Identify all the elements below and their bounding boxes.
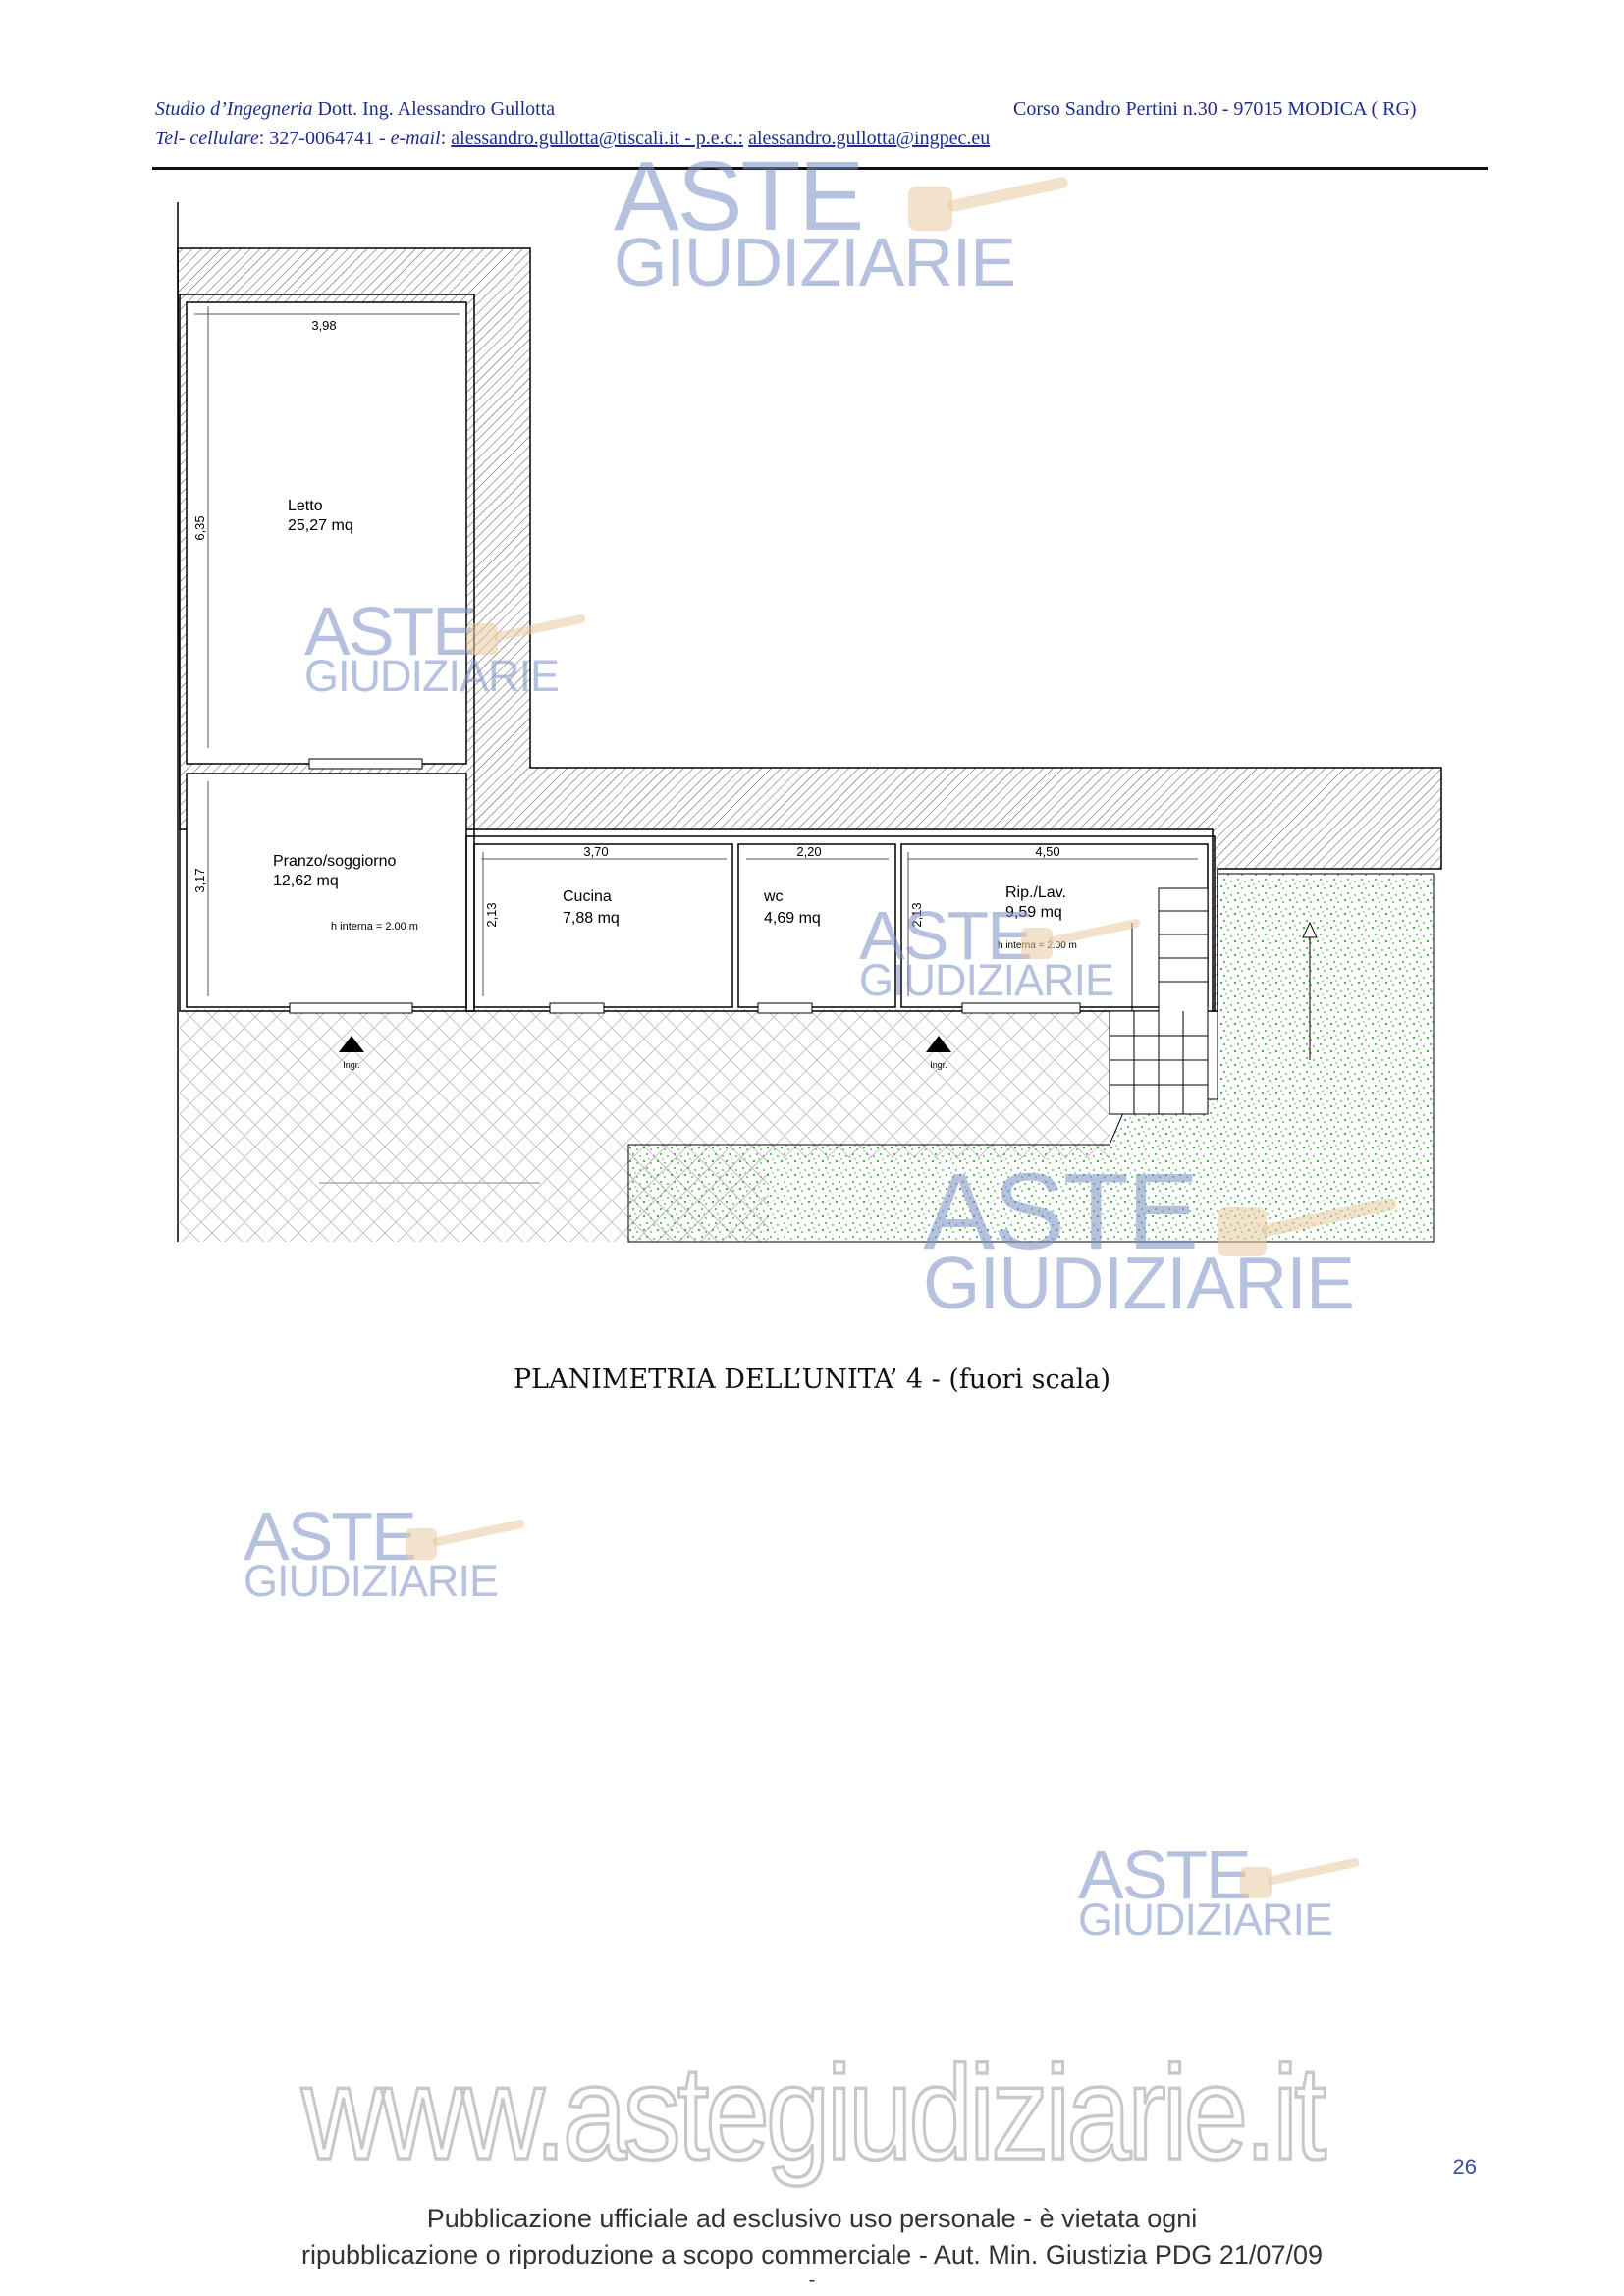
- dim-cucina-depth: 2,13: [484, 902, 499, 927]
- header-line-2: Tel- cellulare: 327-0064741 - e-mail: al…: [155, 128, 990, 150]
- header-rule: [152, 167, 1488, 170]
- room-cucina: [473, 843, 733, 1008]
- watermark-logo: ASTE GIUDIZIARIE: [244, 1498, 525, 1606]
- watermark-line2: GIUDIZIARIE: [304, 651, 560, 701]
- gavel-icon: [466, 614, 586, 655]
- email-separator: :: [440, 128, 447, 149]
- watermark-logo: ASTE GIUDIZIARIE: [614, 141, 1068, 300]
- label-letto-name: Letto: [288, 498, 323, 514]
- room-pranzo: [186, 773, 467, 1008]
- gavel-icon: [1240, 1858, 1360, 1898]
- email-link[interactable]: alessandro.gullotta@tiscali.it: [451, 128, 680, 149]
- footer-line-1: Pubblicazione ufficiale ad esclusivo uso…: [426, 2204, 1198, 2233]
- entrance-arrow-icon: [339, 1036, 364, 1052]
- email-label: e-mail: [390, 128, 441, 149]
- label-pranzo-height: h interna = 2.00 m: [331, 921, 418, 933]
- window-wc: [757, 1002, 813, 1014]
- phone-number: : 327-0064741 -: [258, 128, 386, 149]
- gavel-icon: [406, 1520, 525, 1560]
- room-letto: [186, 301, 467, 765]
- footer-line-2: ripubblicazione o riproduzione a scopo c…: [300, 2240, 1323, 2269]
- outer-wall-south: [465, 835, 1216, 1012]
- gavel-icon: [1218, 1198, 1397, 1256]
- dim-cucina-width: 3,70: [583, 844, 608, 859]
- dim-pranzo-depth: 3,17: [192, 868, 207, 892]
- watermark-logo: ASTE GIUDIZIARIE: [304, 593, 586, 701]
- watermark-line2: GIUDIZIARIE: [859, 955, 1114, 1005]
- studio-label: Studio d’Ingegneria: [155, 98, 313, 120]
- staircase: [1109, 887, 1311, 1115]
- label-pranzo-name: Pranzo/soggiorno: [273, 853, 397, 870]
- label-wc-name: wc: [763, 888, 784, 905]
- dim-letto-depth: 6,35: [192, 515, 207, 540]
- dim-wc-width: 2,20: [796, 844, 821, 859]
- door-pranzo: [289, 1002, 413, 1014]
- engineer-name: Dott. Ing. Alessandro Gullotta: [317, 98, 556, 120]
- watermark-logo: ASTE GIUDIZIARIE: [923, 1151, 1397, 1324]
- watermark-logo: ASTE GIUDIZIARIE: [1078, 1837, 1360, 1945]
- dim-letto-width: 3,98: [311, 318, 336, 333]
- watermark-line1: ASTE: [1078, 1837, 1252, 1913]
- label-wc-area: 4,69 mq: [764, 910, 821, 927]
- door-rip: [961, 1002, 1081, 1014]
- watermark-line2: GIUDIZIARIE: [923, 1242, 1355, 1324]
- watermark-line2: GIUDIZIARIE: [1078, 1895, 1333, 1945]
- header-line-1: Studio d’Ingegneria Dott. Ing. Alessandr…: [155, 98, 555, 121]
- label-rip-name: Rip./Lav.: [1005, 884, 1066, 901]
- watermark-line1: ASTE: [244, 1498, 417, 1575]
- label-letto-area: 25,27 mq: [288, 517, 353, 534]
- page-number: 26: [1452, 2155, 1477, 2179]
- wall-mass: [177, 247, 1442, 1012]
- room-rip: [900, 843, 1209, 1008]
- entrance-label-2: Ingr.: [930, 1060, 947, 1070]
- watermark-line1: ASTE: [923, 1151, 1199, 1272]
- label-rip-area: 9,59 mq: [1005, 904, 1062, 921]
- dimension-lines: [194, 306, 1198, 996]
- header-address: Corso Sandro Pertini n.30 - 97015 MODICA…: [1013, 98, 1417, 120]
- site-watermark: www.astegiudiziarie.it: [299, 2037, 1327, 2189]
- label-cucina-area: 7,88 mq: [563, 910, 620, 927]
- label-cucina-name: Cucina: [563, 888, 612, 905]
- door-letto: [308, 758, 423, 770]
- gavel-icon: [1021, 919, 1141, 959]
- room-wc: [737, 843, 896, 1008]
- entrance-arrow-icon: [926, 1036, 951, 1052]
- dim-rip-width: 4,50: [1035, 844, 1059, 859]
- watermark-line1: ASTE: [304, 593, 478, 669]
- window-cucina: [549, 1002, 605, 1014]
- watermark-line2: GIUDIZIARIE: [614, 224, 1016, 300]
- phone-label: Tel- cellulare: [155, 128, 259, 149]
- stair-arrow-icon: [1302, 921, 1318, 938]
- entrance-label-1: Ingr.: [343, 1060, 360, 1070]
- footer-line-3: -: [808, 2269, 816, 2291]
- gavel-icon: [908, 177, 1068, 231]
- watermark-logo: ASTE GIUDIZIARIE: [859, 897, 1141, 1005]
- watermark-line1: ASTE: [614, 141, 864, 251]
- watermark-line2: GIUDIZIARIE: [244, 1556, 499, 1606]
- watermark-line1: ASTE: [859, 897, 1033, 974]
- floor-plan: 3,98 6,35 3,17 3,70 2,20 4,50 2,13 2,13 …: [177, 202, 1442, 1243]
- label-pranzo-area: 12,62 mq: [273, 873, 339, 889]
- pec-link[interactable]: alessandro.gullotta@ingpec.eu: [748, 128, 991, 149]
- dim-rip-depth: 2,13: [909, 902, 924, 927]
- pec-label: - p.e.c.:: [679, 128, 744, 149]
- plan-caption: PLANIMETRIA DELL’UNITA’ 4 - (fuori scala…: [513, 1364, 1111, 1395]
